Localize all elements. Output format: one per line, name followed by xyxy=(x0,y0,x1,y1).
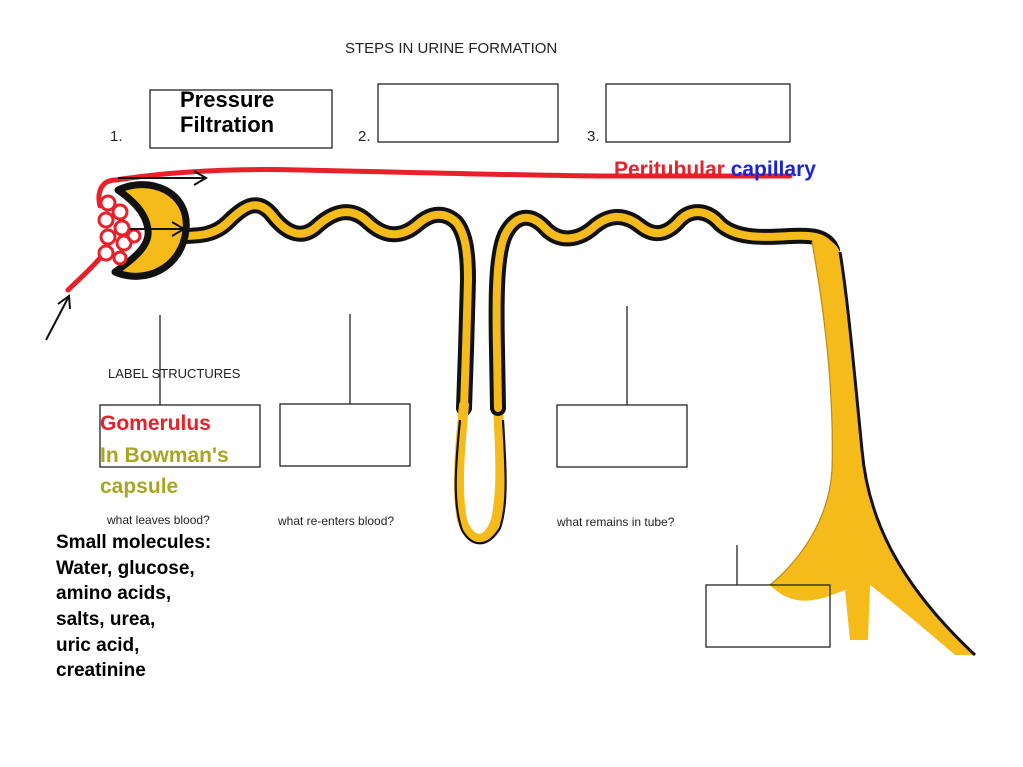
step-1-answer-line-2: Filtration xyxy=(180,111,275,137)
efferent-loop xyxy=(96,177,119,209)
step-1-answer: Pressure Filtration xyxy=(180,87,275,137)
glomerulus-label-line-1: Gomerulus xyxy=(100,412,211,435)
small-molecules-line-6: creatinine xyxy=(56,660,146,682)
loop-of-henle xyxy=(453,400,506,544)
step-3-box xyxy=(605,83,791,143)
step-1-answer-line-1: Pressure xyxy=(180,87,275,112)
glomerulus-label-line-3: capsule xyxy=(100,475,179,498)
question-remains-in-tube: what remains in tube? xyxy=(556,515,675,529)
step-2-box xyxy=(377,83,559,143)
small-molecules-line-4: salts, urea, xyxy=(56,608,156,630)
arrow-afferent-icon xyxy=(45,294,71,341)
bowmans-capsule-outline xyxy=(111,181,190,280)
step-1-box xyxy=(149,89,333,149)
proximal-tubule xyxy=(176,201,472,412)
step-3-number: 3. xyxy=(587,128,600,145)
glomerulus-label-line-2: In Bowman's xyxy=(100,443,229,467)
step-2-number: 2. xyxy=(358,128,371,145)
small-molecules-list: Small molecules: Water, glucose, amino a… xyxy=(56,530,211,684)
question-reenters-blood: what re-enters blood? xyxy=(277,514,394,528)
arrow-filtrate-icon xyxy=(130,221,186,237)
step-1-number: 1. xyxy=(110,128,123,145)
structure-box-1 xyxy=(99,404,261,468)
small-molecules-line-2: Water, glucose, xyxy=(56,557,195,579)
small-molecules-line-1: Small molecules: xyxy=(56,532,212,553)
label-structures-heading: LABEL STRUCTURES xyxy=(108,366,241,381)
capillary-label-part1: Peritubular xyxy=(614,158,725,181)
afferent-arteriole xyxy=(65,255,103,293)
capillary-label: Peritubular capillary xyxy=(614,158,816,182)
arrow-efferent-icon xyxy=(118,170,208,186)
peritubular-capillary xyxy=(113,167,793,183)
glomerulus xyxy=(97,194,142,266)
small-molecules-line-3: amino acids, xyxy=(56,583,172,605)
collecting-duct-edge xyxy=(838,251,977,657)
glomerulus-label: Gomerulus In Bowman's capsule xyxy=(100,408,229,503)
structure-box-4 xyxy=(705,584,831,648)
capillary-label-part2: capillary xyxy=(724,158,816,181)
small-molecules-line-5: uric acid, xyxy=(56,634,140,656)
distal-tubule xyxy=(492,208,836,412)
structure-box-2 xyxy=(279,403,411,467)
collecting-duct xyxy=(770,238,975,655)
collecting-duct-inner-edge xyxy=(769,241,833,586)
page-title: STEPS IN URINE FORMATION xyxy=(345,40,557,57)
question-leaves-blood: what leaves blood? xyxy=(106,513,210,527)
distal-tubule-outline xyxy=(488,204,840,416)
loop-of-henle-edge xyxy=(454,419,507,545)
structure-box-3 xyxy=(556,404,688,468)
